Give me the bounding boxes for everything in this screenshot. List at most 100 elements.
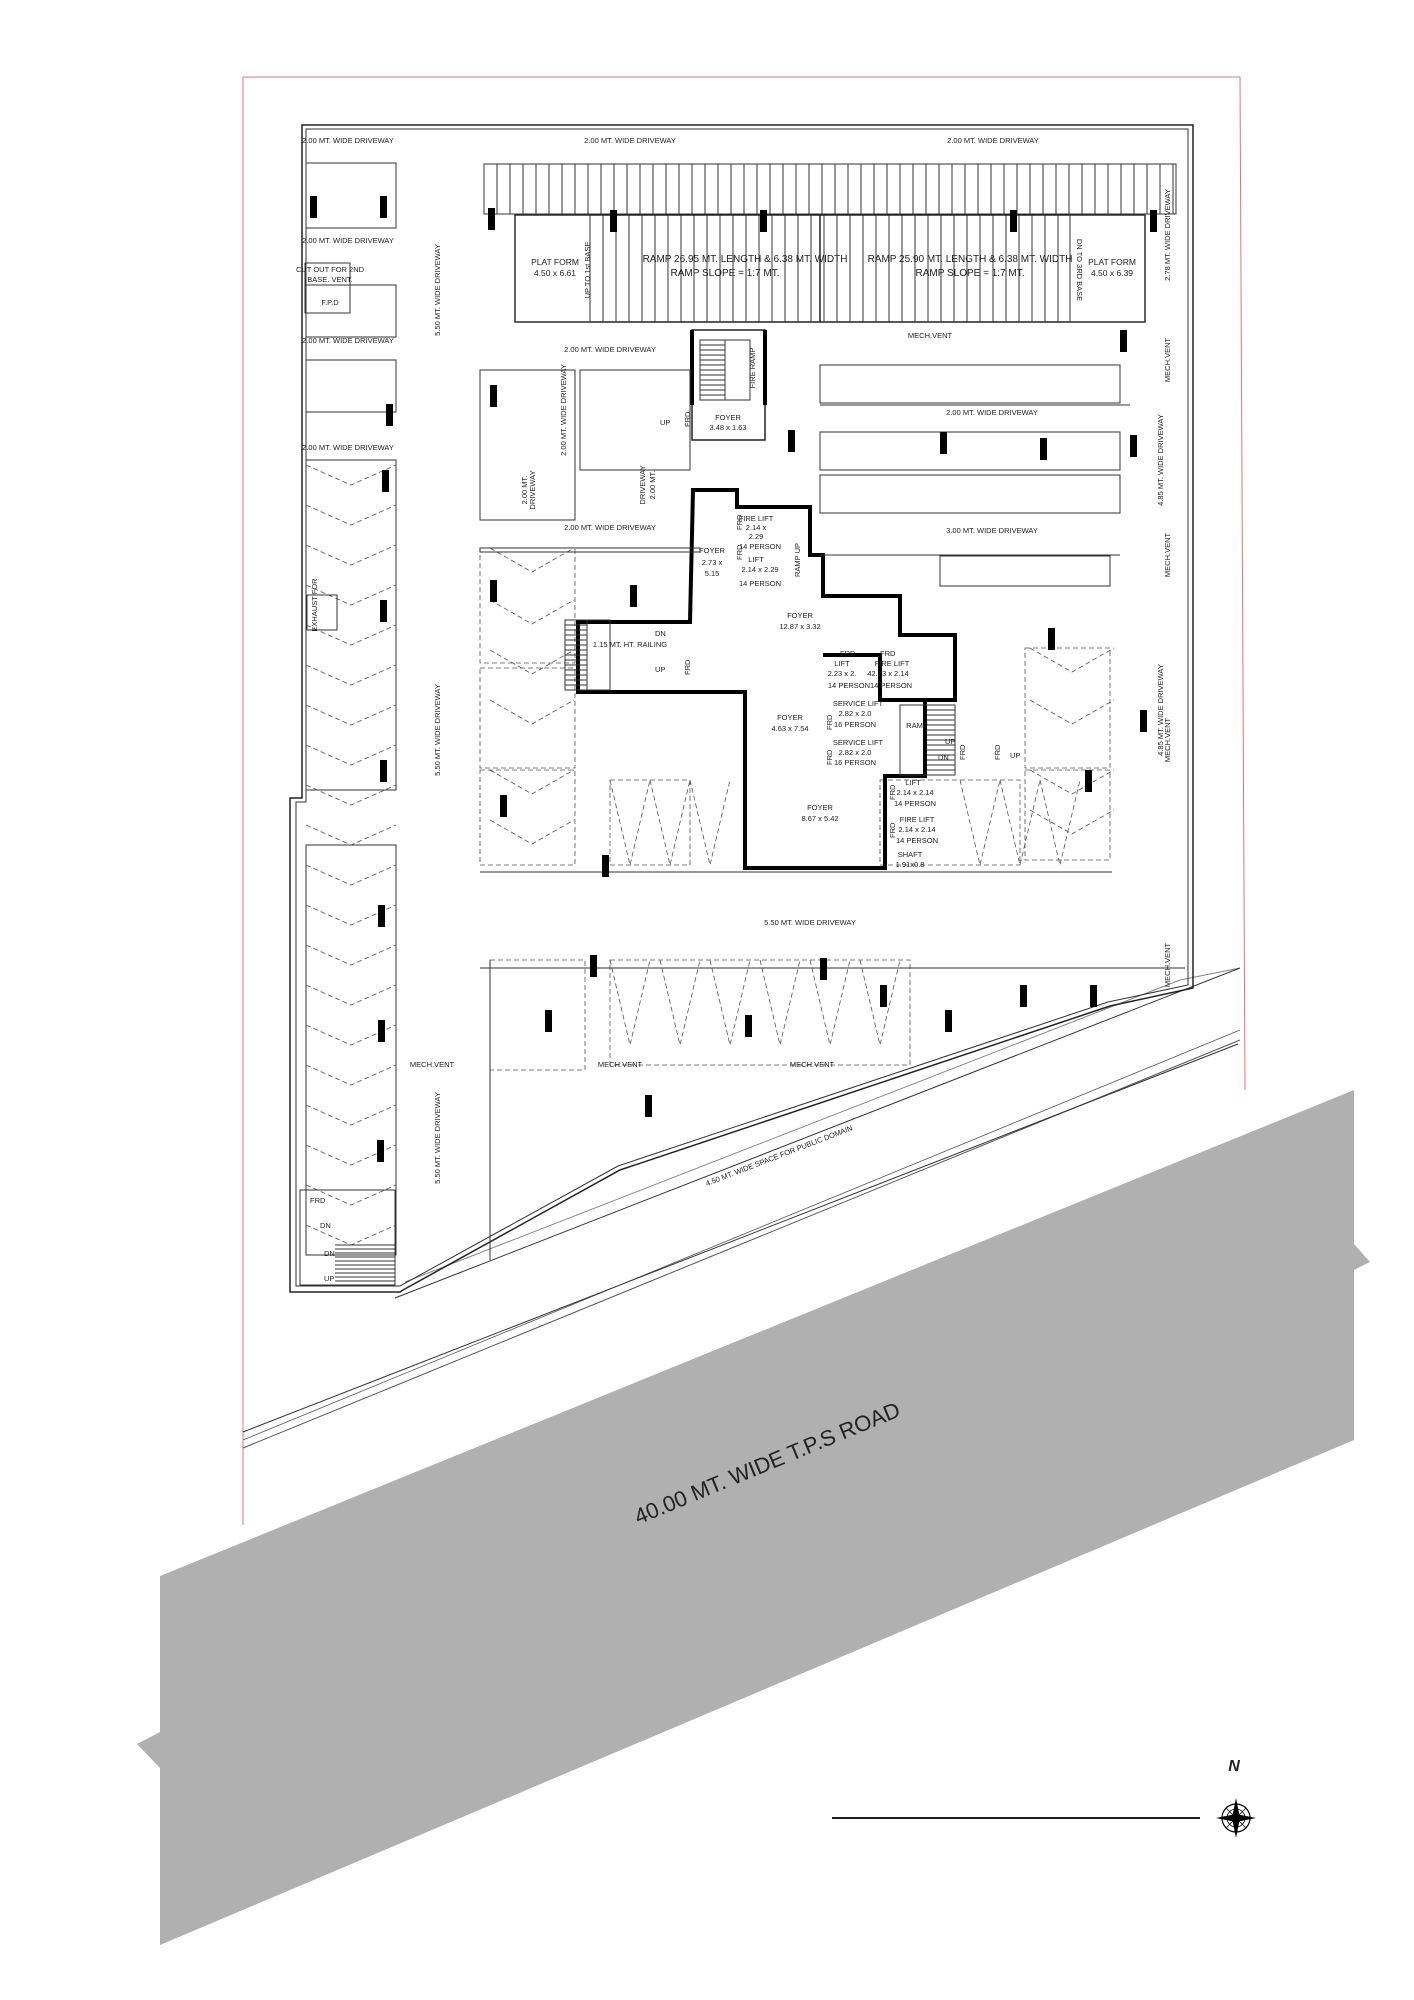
- lift-1-capacity: 14 PERSON: [739, 579, 781, 588]
- mech-vent-tag: MECH.VENT: [790, 1060, 835, 1069]
- driveway-left-1: 2.00 MT. WIDE DRIVEWAY: [302, 236, 394, 245]
- lift-1-label: LIFT: [748, 555, 764, 564]
- road-surface: [137, 1090, 1370, 1945]
- dn-tag: DN: [320, 1221, 331, 1230]
- shaft-size: 1.91x0.8: [896, 860, 925, 869]
- column: [745, 1015, 752, 1037]
- parking-stalls-right-upper: [819, 364, 1121, 587]
- frd-tag: FRD: [888, 822, 897, 838]
- frd-tag: FRD: [735, 514, 744, 530]
- north-label: N: [1228, 1758, 1240, 1775]
- column: [1010, 210, 1017, 232]
- plot-boundary: [242, 76, 1246, 1525]
- foyer-3-label: FOYER: [787, 611, 813, 620]
- driveway-left-vertical-top: 5.50 MT. WIDE DRIVEWAY: [433, 244, 442, 336]
- lift-2-size: 2.23 x 2.: [828, 669, 857, 678]
- column: [490, 385, 497, 407]
- service-lift-2-label: SERVICE LIFT: [833, 738, 884, 747]
- railing-label: 1.15 MT. HT. RAILING: [593, 640, 667, 649]
- foyer-3-size: 12.87 x 3.32: [779, 622, 820, 631]
- foyer-2-label: FOYER: [699, 546, 725, 555]
- fire-lift-1-size-b: 2.29: [749, 532, 764, 541]
- fire-lift-1-size-a: 2.14 x: [746, 523, 767, 532]
- column: [760, 210, 767, 232]
- north-arrow: N: [1216, 1758, 1256, 1838]
- driveway-right-mid: 2.00 MT. WIDE DRIVEWAY: [946, 408, 1038, 417]
- frd-tag: FRD: [880, 649, 896, 658]
- mech-vent-tag: MECH.VENT: [1163, 337, 1172, 382]
- platform-left-size: 4.50 x 6.61: [534, 268, 576, 278]
- column: [1020, 985, 1027, 1007]
- frd-tag: FRD: [993, 744, 1002, 760]
- mech-vent-tag: MECH.VENT: [1163, 717, 1172, 762]
- mech-vent-tag: MECH.VENT: [598, 1060, 643, 1069]
- basement-inner-wall: [295, 128, 1189, 1287]
- column: [386, 404, 393, 426]
- mech-vent-tag: MECH.VENT: [1163, 942, 1172, 987]
- parking-stalls-top: [483, 163, 1177, 215]
- platform-left-label: PLAT FORM: [531, 257, 579, 267]
- lift-3-size: 2.14 x 2.14: [896, 788, 933, 797]
- staircase-right: [899, 704, 956, 776]
- service-lift-1-label: SERVICE LIFT: [833, 699, 884, 708]
- frd-tag: FRD: [683, 659, 692, 675]
- fire-lift-1-capacity: 14 PERSON: [739, 542, 781, 551]
- service-lift-1-size: 2.82 x 2.0: [839, 709, 872, 718]
- dn-tag: DN: [324, 1249, 335, 1258]
- ramp-left-slope: RAMP SLOPE = 1:7 MT.: [670, 268, 779, 279]
- driveway-center-lower: 2.00 MT. WIDE DRIVEWAY: [564, 523, 656, 532]
- column: [880, 985, 887, 1007]
- lift-3-capacity: 14 PERSON: [894, 799, 936, 808]
- driveway-small-b: 2.00 MT.: [520, 476, 529, 505]
- exhaust-label: EXHAUST FOR: [310, 578, 319, 632]
- column: [820, 958, 827, 980]
- foyer-5-size: 8.67 x 5.42: [801, 814, 838, 823]
- ramp-up-label: RAMP UP: [793, 543, 802, 577]
- mech-vent-tag: MECH.VENT: [410, 1060, 455, 1069]
- fire-lift-3-size: 2.14 x 2.14: [898, 825, 935, 834]
- up-tag: UP: [660, 418, 670, 427]
- fire-lift-3-capacity: 14 PERSON: [896, 836, 938, 845]
- room-labels: FOYER 3.48 x 1.63 FOYER 2.73 x 5.15 FIRE…: [296, 265, 938, 869]
- driveway-left-vertical-bottom: 5.50 MT. WIDE DRIVEWAY: [433, 1092, 442, 1184]
- lift-3-label: LIFT: [905, 778, 921, 787]
- column: [645, 1095, 652, 1117]
- up-tag: UP: [324, 1274, 334, 1283]
- frd-tag: FRD: [840, 649, 856, 658]
- lift-cluster-right: [823, 653, 955, 702]
- mech-vent-tag: MECH.VENT: [1163, 532, 1172, 577]
- column: [545, 1010, 552, 1032]
- column: [590, 955, 597, 977]
- foyer-4-size: 4.63 x 7.54: [771, 724, 808, 733]
- driveway-top-left: 2.00 MT. WIDE DRIVEWAY: [302, 136, 394, 145]
- column: [788, 430, 795, 452]
- service-lift-2-capacity: 16 PERSON: [834, 758, 876, 767]
- foyer-1-label: FOYER: [715, 413, 741, 422]
- frd-tag: FRD: [735, 544, 744, 560]
- staircase-left: [564, 619, 611, 691]
- column: [310, 196, 317, 218]
- column: [488, 208, 495, 230]
- dn-to-base-label: DN TO 3RD BASE: [1075, 239, 1084, 301]
- column: [380, 760, 387, 782]
- staircase-bottom-left: [299, 1189, 396, 1286]
- compass-icon: [1216, 1798, 1256, 1838]
- frd-tag: FRD: [683, 411, 692, 427]
- driveway-center-vertical: 2.00 MT. WIDE DRIVEWAY: [559, 364, 568, 456]
- frd-tag: FRD: [825, 749, 834, 765]
- column: [602, 855, 609, 877]
- column: [1048, 628, 1055, 650]
- lift-pair-capacity: 14 PERSON14 PERSON: [828, 681, 912, 690]
- frd-tag: FRD: [310, 1196, 326, 1205]
- cut-out-label: CUT OUT FOR 2ND: [296, 265, 365, 274]
- stair-core-upper: [690, 330, 767, 405]
- foyer-2-size-b: 5.15: [705, 569, 720, 578]
- interior-partitions: [304, 262, 1185, 1260]
- service-lift-1-capacity: 16 PERSON: [834, 720, 876, 729]
- column: [1150, 210, 1157, 232]
- foyer-2-size-a: 2.73 x: [702, 558, 723, 567]
- zigzag-marks: [305, 464, 1115, 1246]
- foyer-5-label: FOYER: [807, 803, 833, 812]
- driveway-left-3: 2.00 MT. WIDE DRIVEWAY: [302, 443, 394, 452]
